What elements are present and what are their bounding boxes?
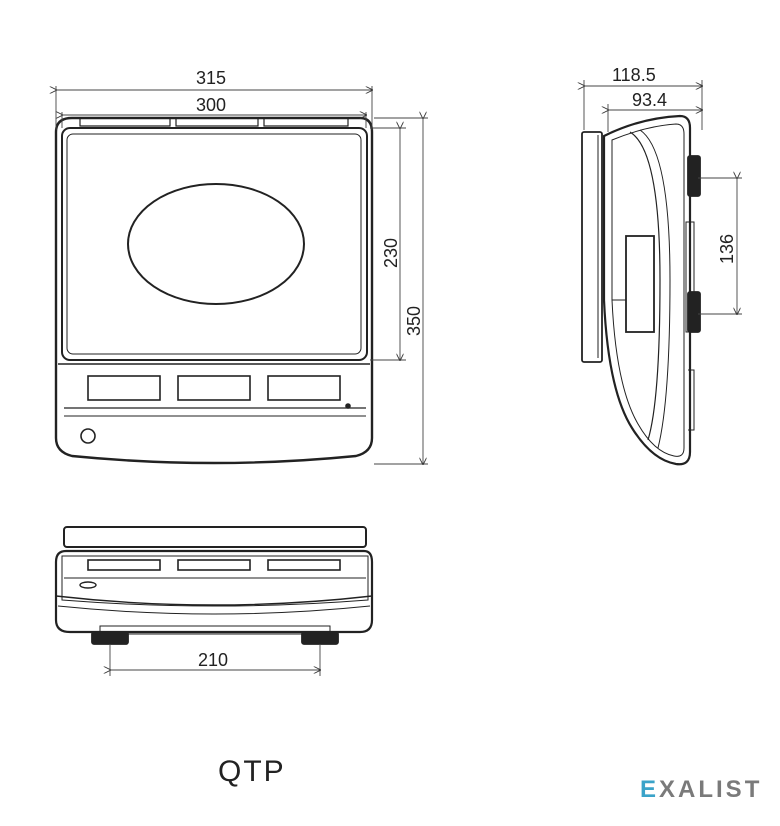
dim-pan-depth: 230 xyxy=(381,238,401,268)
dim-total-depth: 350 xyxy=(404,306,424,336)
front-display-right xyxy=(267,559,341,571)
dim-foot-spacing-side: 136 xyxy=(717,234,737,264)
weighing-pan xyxy=(61,127,368,361)
front-pan xyxy=(63,526,367,548)
display-window-middle xyxy=(177,375,251,401)
front-foot-right xyxy=(301,631,339,645)
model-label: QTP xyxy=(218,755,286,788)
brand-rest: XALIST xyxy=(659,776,763,803)
level-indicator-icon xyxy=(80,428,96,444)
top-view-dimensions xyxy=(56,86,428,464)
front-display-left xyxy=(87,559,161,571)
top-view-body xyxy=(54,116,374,465)
front-level-icon xyxy=(79,581,97,589)
brand-logo: EXALIST xyxy=(640,776,762,804)
front-view-dimensions xyxy=(110,644,320,676)
top-view xyxy=(54,116,374,465)
display-window-left xyxy=(87,375,161,401)
brand-accent-letter: E xyxy=(640,776,660,803)
side-view-dimensions xyxy=(584,80,742,314)
dim-foot-spacing-front: 210 xyxy=(198,650,228,670)
front-foot-left xyxy=(91,631,129,645)
dim-side-inner-width: 93.4 xyxy=(632,90,667,110)
front-view xyxy=(54,526,374,645)
side-display-bracket xyxy=(625,235,655,333)
side-view xyxy=(581,114,701,466)
front-display-middle xyxy=(177,559,251,571)
dim-top-outer-width: 315 xyxy=(196,68,226,88)
dim-top-inner-width: 300 xyxy=(196,95,226,115)
display-window-right xyxy=(267,375,341,401)
side-body xyxy=(602,114,692,466)
front-body xyxy=(54,549,374,634)
side-foot-top xyxy=(687,155,701,197)
pan-oval xyxy=(127,183,305,305)
dim-side-outer-width: 118.5 xyxy=(612,65,656,85)
side-pan-plate xyxy=(581,131,603,363)
